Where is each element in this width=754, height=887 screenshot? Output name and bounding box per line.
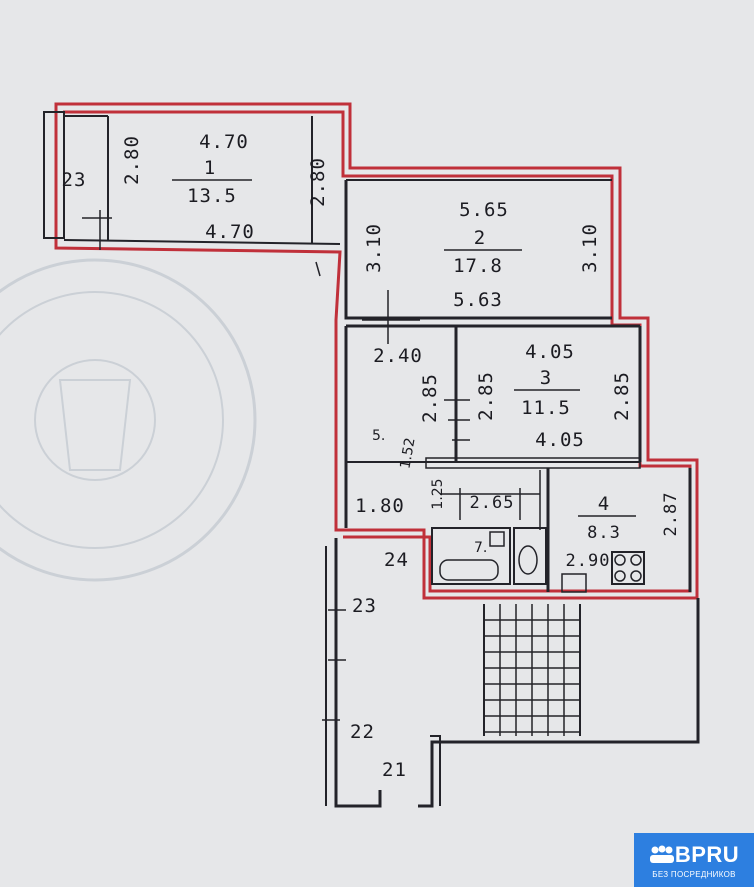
room-1-right-dimension: 2.80 <box>307 157 329 207</box>
room-4-number: 4 <box>598 493 610 515</box>
room-1: 4.70 1 13.5 4.70 2.80 2.80 23 <box>62 131 329 243</box>
logo-brand: BPRU <box>674 841 740 867</box>
room-2-right-dimension: 3.10 <box>579 223 601 273</box>
room-2-bottom-dimension: 5.63 <box>453 289 503 311</box>
hall-number: 5. <box>372 428 385 444</box>
cell-23: 23 <box>352 595 377 617</box>
cell-21: 21 <box>382 759 407 781</box>
hall-lower-dimension: 1.80 <box>355 495 405 517</box>
room-1-top-dimension: 4.70 <box>199 131 249 153</box>
people-icon <box>649 845 674 863</box>
room-4-area: 8.3 <box>587 523 621 543</box>
room-3-left-dimension: 2.85 <box>475 371 497 421</box>
room-3-number: 3 <box>540 367 552 389</box>
room-3: 4.05 3 11.5 4.05 2.85 2.85 <box>475 341 633 451</box>
room-1-left-dimension: 2.80 <box>121 135 143 185</box>
stairwell-labels: 24 23 22 21 <box>350 549 409 781</box>
room-3-top-dimension: 4.05 <box>525 341 575 363</box>
seal-stamp <box>0 258 257 582</box>
room-1-bottom-dimension: 4.70 <box>205 221 255 243</box>
room-2-area: 17.8 <box>453 255 503 277</box>
room-4-right-dimension: 2.87 <box>661 492 681 537</box>
wc-number: 7. <box>474 540 487 556</box>
room-3-bottom-dimension: 4.05 <box>535 429 585 451</box>
hall-width: 2.40 <box>373 345 423 367</box>
balcony-label: 23 <box>62 169 87 191</box>
room-1-area: 13.5 <box>187 185 237 207</box>
room-2-left-dimension: 3.10 <box>363 223 385 273</box>
hall-height: 2.85 <box>419 373 441 423</box>
bathroom: 2.65 1.25 7. <box>430 478 515 556</box>
logo-tagline: БЕЗ ПОСРЕДНИКОВ <box>652 869 736 879</box>
room-2-number: 2 <box>474 227 486 249</box>
hall-side-dimension: 1.52 <box>397 437 418 470</box>
bath-width: 2.65 <box>470 493 515 513</box>
room-4-bottom-dimension: 2.90 <box>566 551 611 571</box>
room-3-area: 11.5 <box>521 397 571 419</box>
room-2-top-dimension: 5.65 <box>459 199 509 221</box>
room-2: 5.65 2 17.8 5.63 3.10 3.10 <box>363 199 601 311</box>
walls <box>43 111 700 808</box>
room-1-number: 1 <box>204 157 216 179</box>
cell-24: 24 <box>384 549 409 571</box>
bath-height: 1.25 <box>430 478 446 509</box>
hall: 2.40 2.85 5. 1.52 1.80 <box>355 345 441 517</box>
bpru-logo: BPRU БЕЗ ПОСРЕДНИКОВ <box>634 833 754 887</box>
room-4: 4 8.3 2.90 2.87 <box>566 492 681 571</box>
room-3-right-dimension: 2.85 <box>611 371 633 421</box>
cell-22: 22 <box>350 721 375 743</box>
